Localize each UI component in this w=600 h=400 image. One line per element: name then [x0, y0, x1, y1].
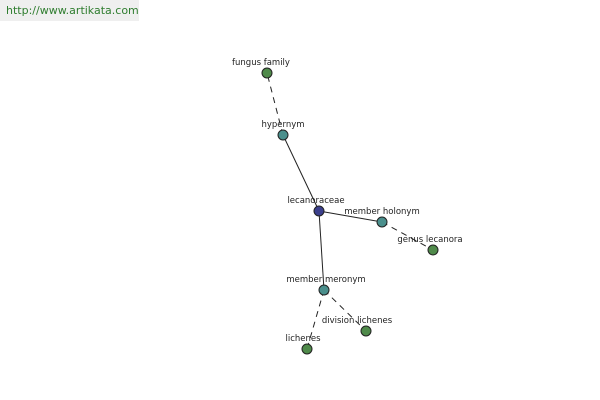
node-label-center[interactable]: lecanoraceae	[287, 196, 344, 206]
node-hypernym[interactable]: hypernym	[261, 120, 305, 141]
node-dot-member-holonym[interactable]	[376, 216, 388, 228]
node-label-division-lichenes[interactable]: division lichenes	[322, 316, 393, 326]
node-member-meronym[interactable]: member meronym	[286, 275, 366, 296]
node-lichenes[interactable]: lichenes	[285, 334, 321, 355]
node-division-lichenes[interactable]: division lichenes	[322, 316, 393, 337]
node-member-holonym[interactable]: member holonym	[344, 207, 420, 228]
edge-center-to-hypernym	[282, 134, 320, 212]
node-fungus-family[interactable]: fungus family	[232, 58, 290, 79]
node-label-lichenes[interactable]: lichenes	[285, 334, 321, 344]
edge-center-to-member-holonym	[318, 210, 383, 223]
node-dot-fungus-family[interactable]	[261, 67, 273, 79]
node-center[interactable]: lecanoraceae	[287, 196, 345, 217]
graph-nodes: lecanoraceae hypernym fungus family member …	[232, 58, 463, 355]
watermark-url[interactable]: http://www.artikata.com	[0, 0, 139, 21]
graph-edges	[266, 72, 434, 350]
node-label-hypernym[interactable]: hypernym	[261, 120, 304, 130]
edge-member-meronym-to-division-lichenes	[323, 289, 367, 332]
node-label-member-holonym[interactable]: member holonym	[344, 207, 419, 217]
node-dot-division-lichenes[interactable]	[360, 325, 372, 337]
node-label-fungus-family[interactable]: fungus family	[232, 58, 290, 68]
node-genus-lecanora[interactable]: genus lecanora	[397, 235, 463, 256]
node-label-genus-lecanora[interactable]: genus lecanora	[397, 235, 462, 245]
edge-center-to-member-meronym	[318, 210, 325, 291]
node-dot-hypernym[interactable]	[277, 129, 289, 141]
edge-member-holonym-to-genus-lecanora	[381, 221, 434, 251]
node-label-member-meronym[interactable]: member meronym	[286, 275, 365, 285]
node-dot-member-meronym[interactable]	[318, 284, 330, 296]
node-dot-genus-lecanora[interactable]	[427, 244, 439, 256]
node-dot-lichenes[interactable]	[301, 343, 313, 355]
node-dot-center[interactable]	[313, 205, 325, 217]
